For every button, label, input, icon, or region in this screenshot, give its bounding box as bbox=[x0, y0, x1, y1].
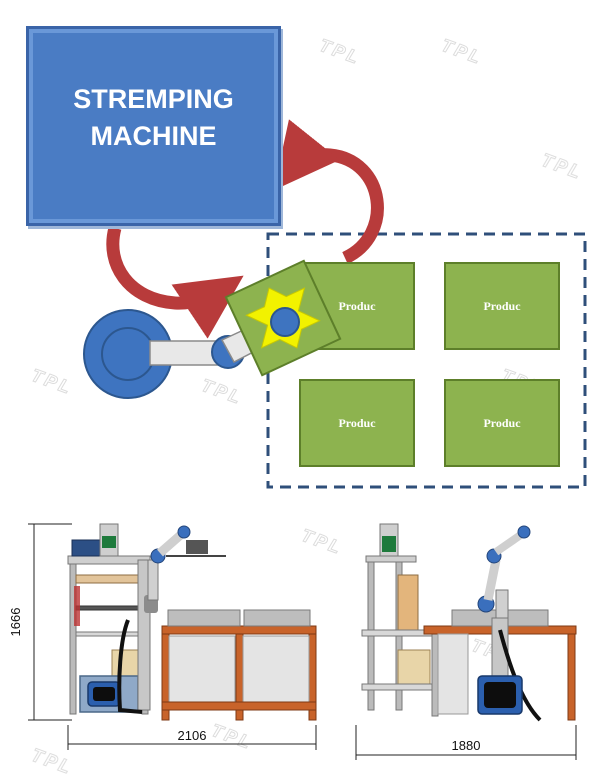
product-label: Produc bbox=[483, 299, 521, 313]
product-pad: Produc bbox=[444, 262, 560, 350]
product-label: Produc bbox=[338, 299, 376, 313]
dimension-width-left: 2106 bbox=[178, 728, 207, 743]
watermark: TPL bbox=[439, 35, 486, 69]
robot-arm-topview bbox=[83, 259, 342, 399]
watermark: TPL bbox=[539, 150, 586, 184]
watermark: TPL bbox=[317, 35, 364, 69]
product-pad: Produc bbox=[444, 379, 560, 467]
stamping-machine-box: STREMPING MACHINE bbox=[26, 26, 281, 226]
rotate-arrow-bottom bbox=[106, 226, 244, 339]
watermark: TPL bbox=[29, 365, 76, 399]
dimension-height: 1666 bbox=[8, 608, 23, 637]
watermark: TPL bbox=[29, 745, 76, 779]
watermark: TPL bbox=[199, 375, 246, 409]
watermark: TPL bbox=[209, 720, 256, 754]
side-view-left bbox=[67, 523, 317, 721]
dimension-lines bbox=[28, 523, 577, 760]
rotate-arrow-top bbox=[273, 119, 384, 264]
product-label: Produc bbox=[483, 416, 521, 430]
robot-wrist bbox=[270, 307, 300, 337]
machine-label: STREMPING MACHINE bbox=[73, 84, 234, 151]
dimension-width-right: 1880 bbox=[452, 738, 481, 753]
product-label: Produc bbox=[338, 416, 376, 430]
product-pad: Produc bbox=[299, 379, 415, 467]
side-view-right bbox=[361, 523, 577, 722]
watermark: TPL bbox=[299, 525, 346, 559]
